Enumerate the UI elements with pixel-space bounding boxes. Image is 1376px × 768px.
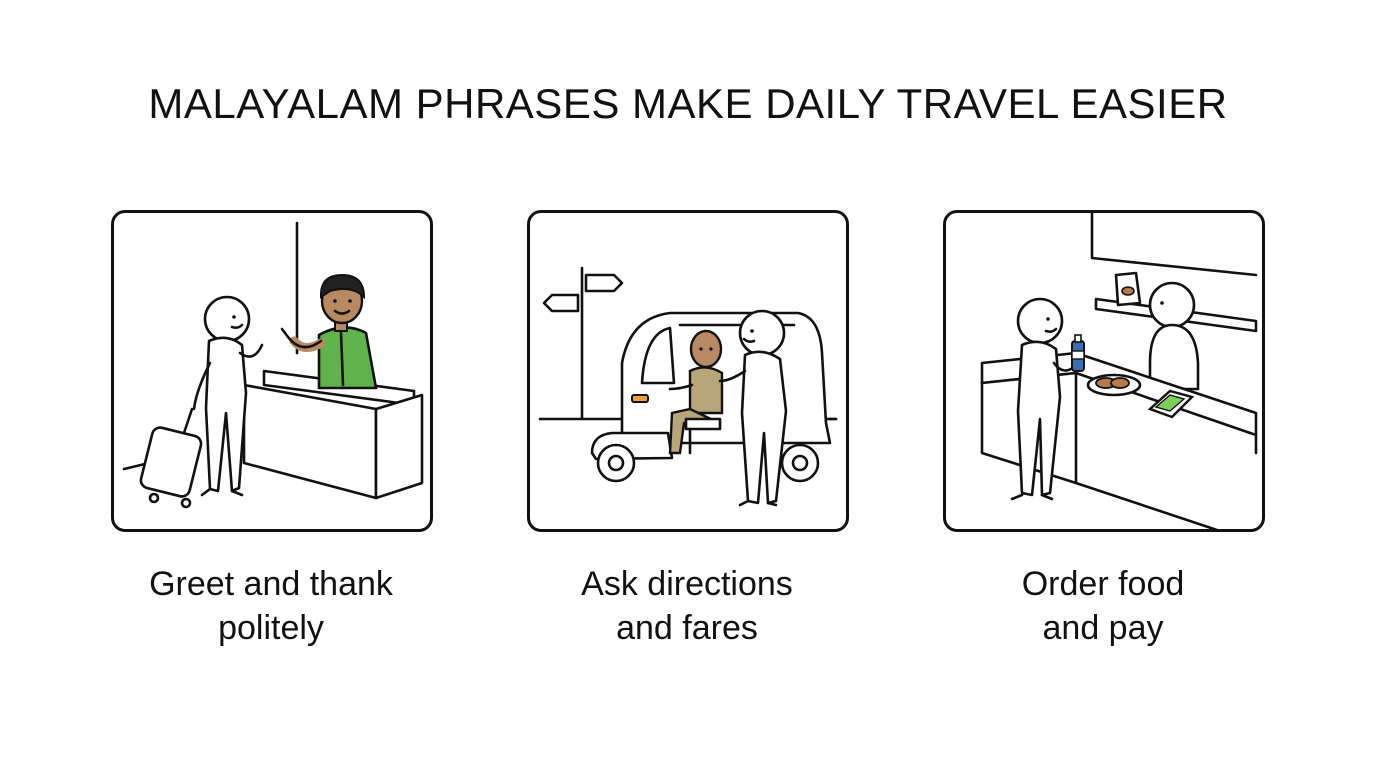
food-illustration bbox=[980, 213, 1258, 529]
signpost-icon bbox=[542, 266, 624, 420]
traveler-figure bbox=[718, 309, 788, 507]
panel-greeting bbox=[111, 210, 433, 532]
reception-counter bbox=[242, 369, 424, 500]
wall-menu-board bbox=[1090, 213, 1258, 277]
panel-food bbox=[943, 210, 1265, 532]
water-bottle-icon bbox=[1071, 334, 1085, 372]
vendor-figure bbox=[1148, 281, 1200, 391]
panel-directions bbox=[527, 210, 849, 532]
driver-figure bbox=[668, 329, 724, 455]
caption-greeting: Greet and thank politely bbox=[149, 565, 393, 647]
page-title: MALAYALAM PHRASES MAKE DAILY TRAVEL EASI… bbox=[148, 80, 1228, 127]
food-plate-icon bbox=[1086, 373, 1142, 397]
customer-figure bbox=[1010, 297, 1078, 501]
greeting-illustration bbox=[122, 221, 424, 509]
caption-directions: Ask directions and fares bbox=[581, 565, 793, 647]
directions-illustration bbox=[538, 266, 838, 507]
traveler-figure bbox=[192, 295, 264, 497]
caption-food: Order food and pay bbox=[1021, 565, 1185, 647]
receptionist-figure bbox=[280, 273, 378, 390]
suitcase-icon bbox=[139, 407, 203, 509]
phone-payment-icon bbox=[1147, 389, 1195, 419]
